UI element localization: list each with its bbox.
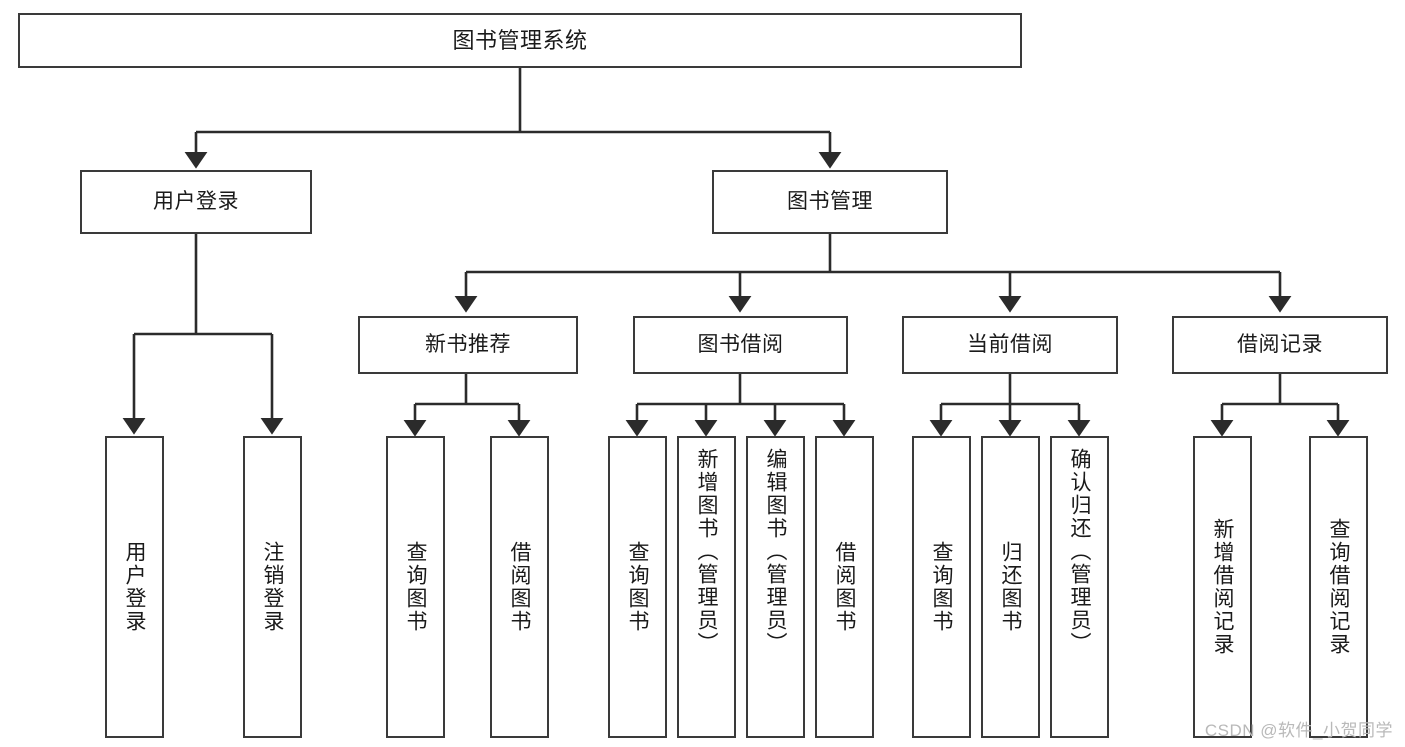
leaf-query-book-borrow[interactable]: 查询图书: [608, 436, 667, 738]
node-label: 查询图书: [404, 541, 427, 633]
leaf-logout[interactable]: 注销登录: [243, 436, 302, 738]
leaf-query-borrow-record[interactable]: 查询借阅记录: [1309, 436, 1368, 738]
leaf-add-borrow-record[interactable]: 新增借阅记录: [1193, 436, 1252, 738]
watermark: CSDN @软件_小贺同学: [1204, 721, 1393, 740]
node-label: 借阅图书: [508, 541, 531, 633]
node-label: 归还图书: [999, 541, 1022, 633]
leaf-confirm-return-admin[interactable]: 确认归还（管理员）: [1050, 436, 1109, 738]
leaf-borrow-book-borrow[interactable]: 借阅图书: [815, 436, 874, 738]
node-label: 借阅记录: [1237, 332, 1323, 356]
node-label: 借阅图书: [833, 541, 856, 633]
node-borrow-record[interactable]: 借阅记录: [1172, 316, 1388, 374]
leaf-edit-book-admin[interactable]: 编辑图书（管理员）: [746, 436, 805, 738]
node-label: 查询图书: [626, 541, 649, 633]
leaf-return-book[interactable]: 归还图书: [981, 436, 1040, 738]
node-label: 用户登录: [153, 189, 239, 213]
node-label: 当前借阅: [967, 332, 1053, 356]
leaf-query-book-current[interactable]: 查询图书: [912, 436, 971, 738]
node-current-borrow[interactable]: 当前借阅: [902, 316, 1118, 374]
node-label: 查询图书: [930, 541, 953, 633]
node-label: 确认归还（管理员）: [1068, 448, 1091, 655]
leaf-add-book-admin[interactable]: 新增图书（管理员）: [677, 436, 736, 738]
node-label: 用户登录: [123, 541, 146, 633]
node-book-borrow[interactable]: 图书借阅: [633, 316, 848, 374]
node-book-manage[interactable]: 图书管理: [712, 170, 948, 234]
node-label: 查询借阅记录: [1327, 518, 1350, 656]
node-label: 编辑图书（管理员）: [764, 448, 787, 655]
node-label: 新增图书（管理员）: [695, 448, 718, 655]
leaf-query-book-recommend[interactable]: 查询图书: [386, 436, 445, 738]
node-label: 图书借阅: [697, 332, 784, 356]
node-label: 新书推荐: [425, 332, 511, 356]
node-label: 图书管理系统: [452, 27, 588, 53]
node-label: 新增借阅记录: [1211, 518, 1234, 656]
node-label: 注销登录: [261, 541, 284, 633]
leaf-user-login[interactable]: 用户登录: [105, 436, 164, 738]
node-user-login[interactable]: 用户登录: [80, 170, 312, 234]
node-label: 图书管理: [787, 189, 873, 213]
node-new-book-recommend[interactable]: 新书推荐: [358, 316, 578, 374]
node-root-system[interactable]: 图书管理系统: [18, 13, 1022, 68]
leaf-borrow-book-recommend[interactable]: 借阅图书: [490, 436, 549, 738]
